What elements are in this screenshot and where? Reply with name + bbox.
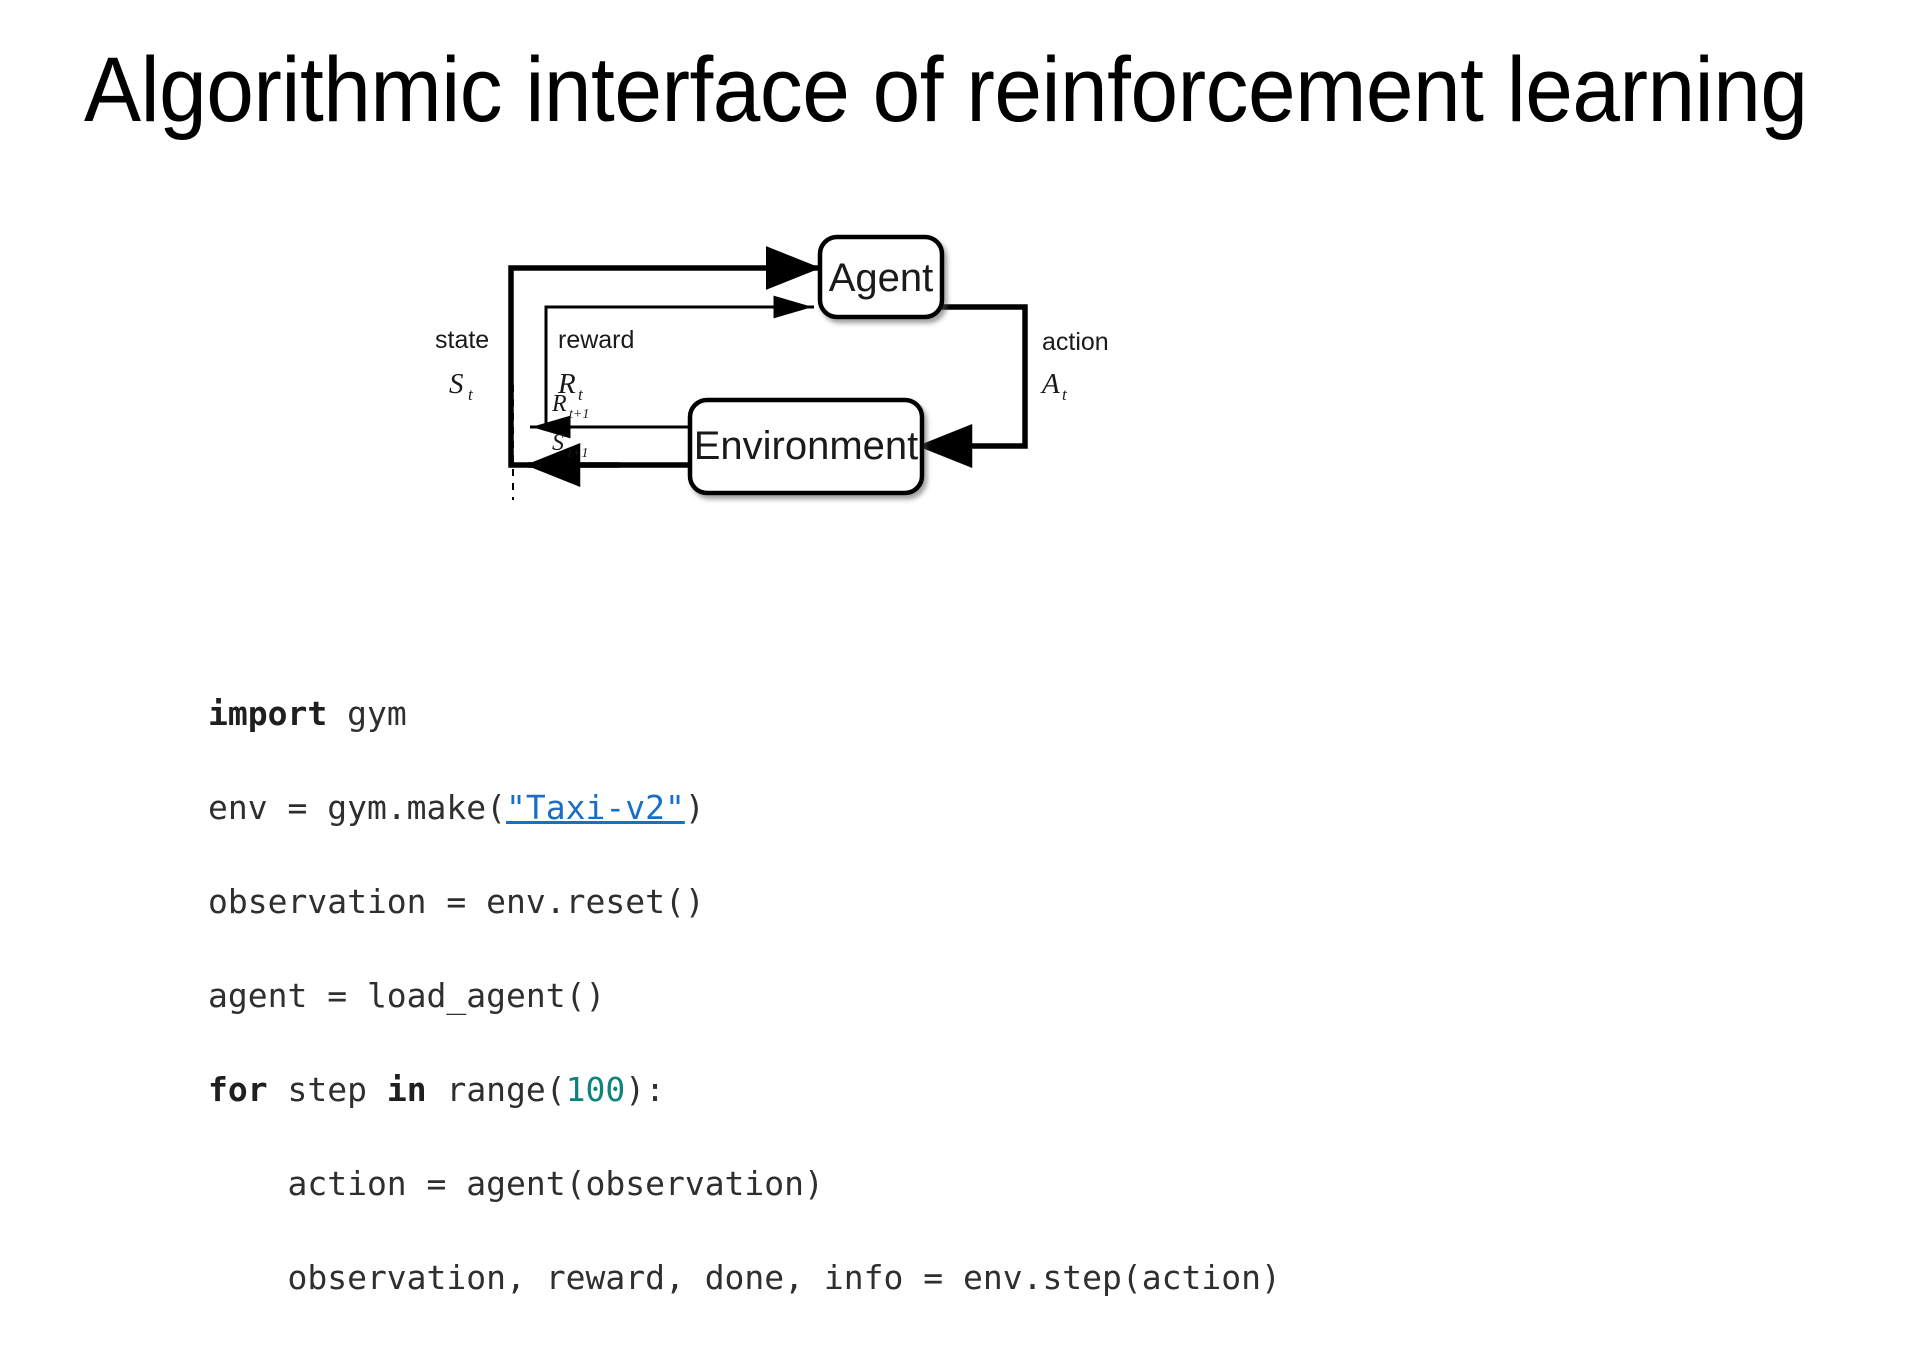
node-agent: Agent <box>817 234 945 320</box>
label-reward-text: reward <box>558 326 634 354</box>
node-agent-label: Agent <box>829 256 934 300</box>
code-keyword: import <box>208 694 328 733</box>
code-line: env = gym.make("Taxi-v2") <box>208 784 1281 831</box>
label-action-symbol: A <box>1040 368 1060 400</box>
label-action-text: action <box>1042 328 1109 356</box>
label-reward-next: R t+1 <box>551 391 589 422</box>
node-environment-label: Environment <box>694 424 919 468</box>
code-text: range( <box>426 1070 566 1109</box>
code-text: agent = load_agent() <box>208 976 606 1015</box>
label-state-subscript: t <box>468 385 474 404</box>
edge-action <box>917 304 1028 468</box>
label-state-text: state <box>435 326 489 354</box>
label-reward-subscript: t <box>578 385 584 404</box>
label-reward: reward R t <box>557 326 634 404</box>
label-reward-next-subscript: t+1 <box>569 407 589 422</box>
label-state: state S t <box>435 326 489 404</box>
code-text: ) <box>684 788 705 827</box>
code-line: for step in range(100): <box>208 1066 1281 1113</box>
rl-loop-diagram: Agent Environment state S t reward R t a… <box>380 215 1180 545</box>
code-keyword: for <box>208 1070 268 1109</box>
code-text: observation = env.reset() <box>208 882 705 921</box>
code-block: import gym env = gym.make("Taxi-v2") obs… <box>208 690 1281 1348</box>
label-state-next: S t+1 <box>552 430 588 461</box>
code-text: observation, reward, done, info = env.st… <box>208 1258 1281 1297</box>
code-text: gym <box>327 694 407 733</box>
label-action: action A t <box>1040 328 1109 404</box>
code-text: env = gym.make( <box>208 788 507 827</box>
code-line: action = agent(observation) <box>208 1160 1281 1207</box>
page-title: Algorithmic interface of reinforcement l… <box>84 39 1808 141</box>
code-hyperlink[interactable]: "Taxi-v2" <box>506 788 685 827</box>
label-state-next-symbol: S <box>552 430 564 456</box>
code-text: step <box>267 1070 387 1109</box>
code-line: observation = env.reset() <box>208 878 1281 925</box>
code-line: observation, reward, done, info = env.st… <box>208 1254 1281 1301</box>
code-number: 100 <box>565 1070 626 1109</box>
label-state-symbol: S <box>449 368 464 400</box>
label-state-next-subscript: t+1 <box>568 446 588 461</box>
code-keyword: in <box>386 1070 427 1109</box>
label-reward-next-symbol: R <box>551 391 567 417</box>
code-line: import gym <box>208 690 1281 737</box>
label-reward-symbol: R <box>557 368 576 400</box>
label-action-subscript: t <box>1062 385 1068 404</box>
code-text: action = agent(observation) <box>208 1164 824 1203</box>
code-text: ): <box>625 1070 666 1109</box>
node-environment: Environment <box>687 397 925 496</box>
code-line: agent = load_agent() <box>208 972 1281 1019</box>
